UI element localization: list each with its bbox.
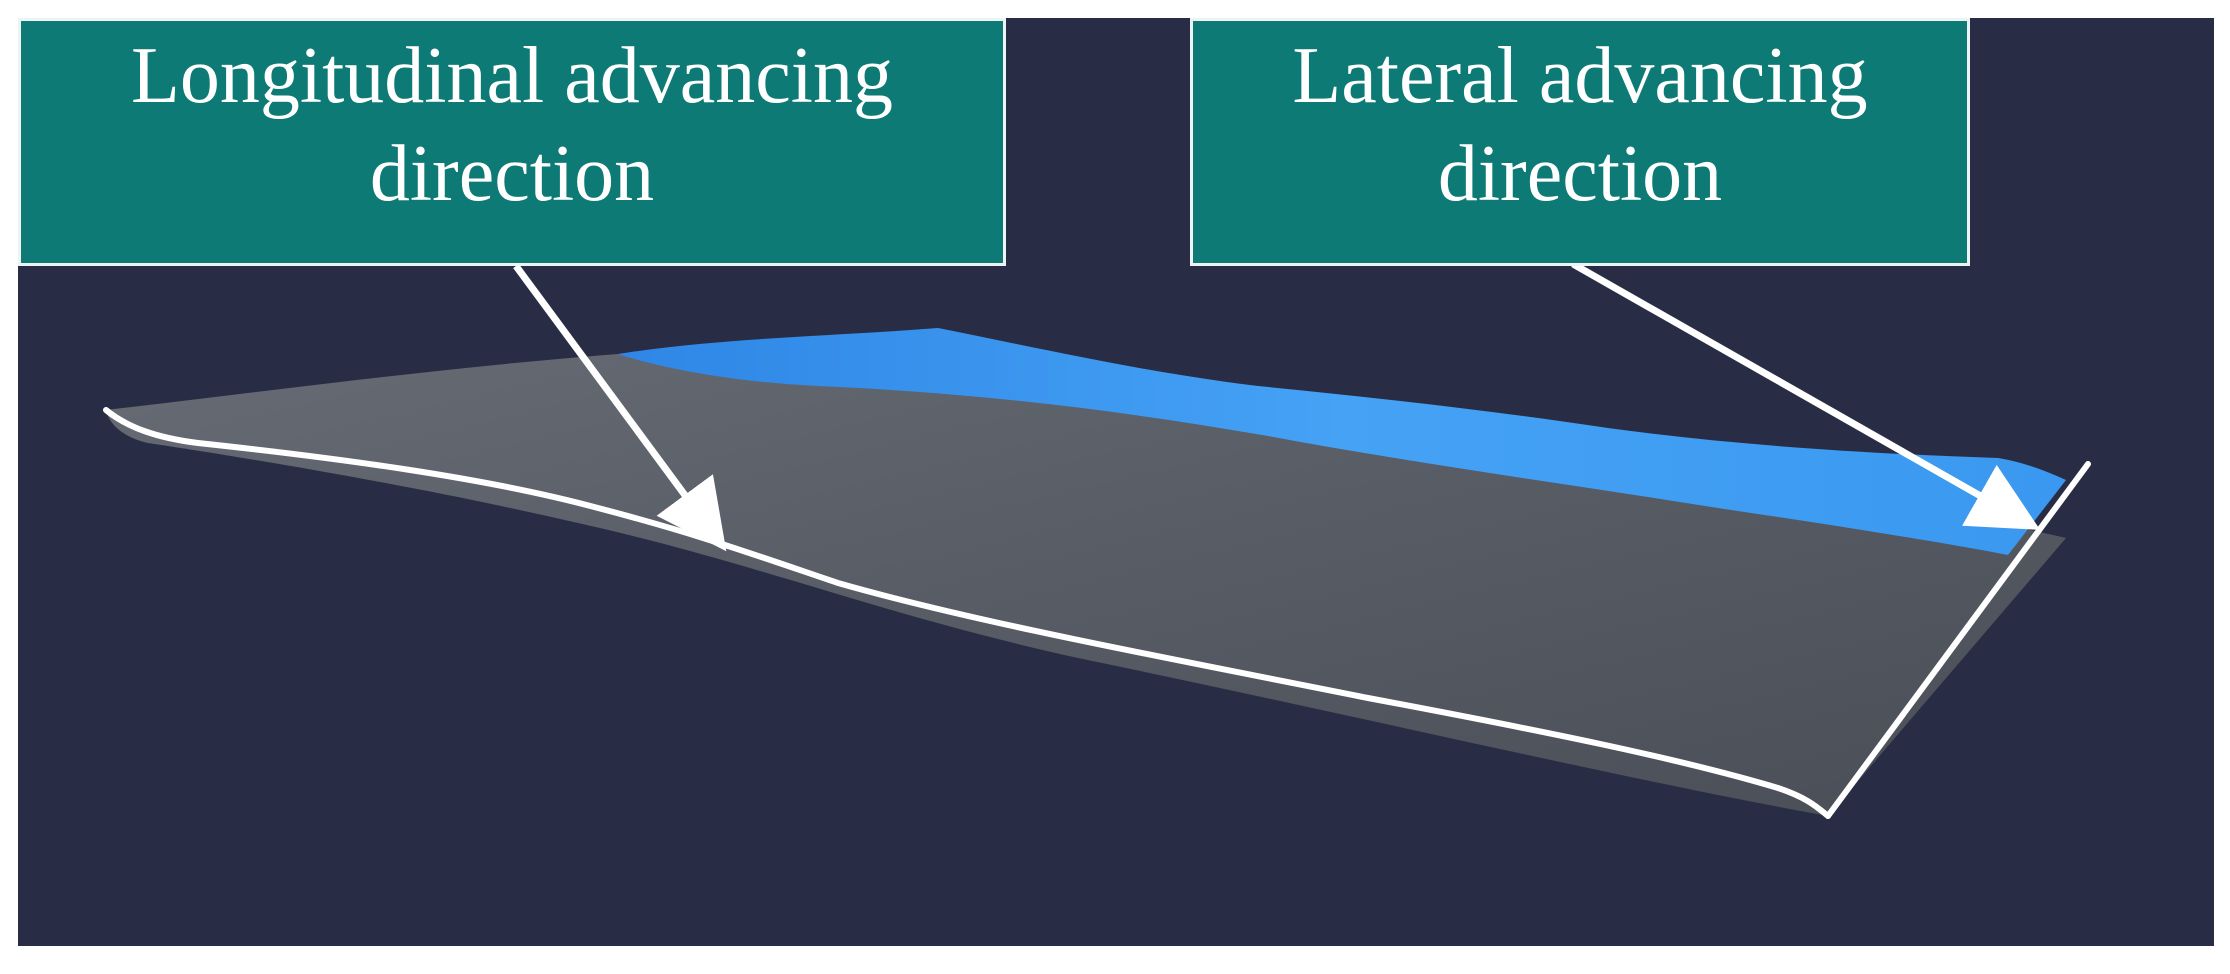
lateral-direction-label: Lateral advancing direction xyxy=(1190,18,1970,266)
advancing-layer xyxy=(618,328,2066,555)
surface-scene xyxy=(103,260,2091,819)
longitudinal-label-line1: Longitudinal advancing xyxy=(130,32,894,120)
longitudinal-direction-label: Longitudinal advancing direction xyxy=(18,18,1006,266)
longitudinal-label-line2: direction xyxy=(369,130,655,218)
diagram-frame: Longitudinal advancing direction Lateral… xyxy=(18,18,2214,946)
lateral-label-line1: Lateral advancing xyxy=(1292,32,1868,120)
lateral-boundary-line xyxy=(1825,461,2091,819)
lateral-arrow xyxy=(1571,260,2041,530)
longitudinal-arrow xyxy=(513,263,727,552)
deposited-surface xyxy=(106,350,2066,816)
lateral-label-line2: direction xyxy=(1437,130,1723,218)
longitudinal-boundary-line xyxy=(103,407,1831,819)
